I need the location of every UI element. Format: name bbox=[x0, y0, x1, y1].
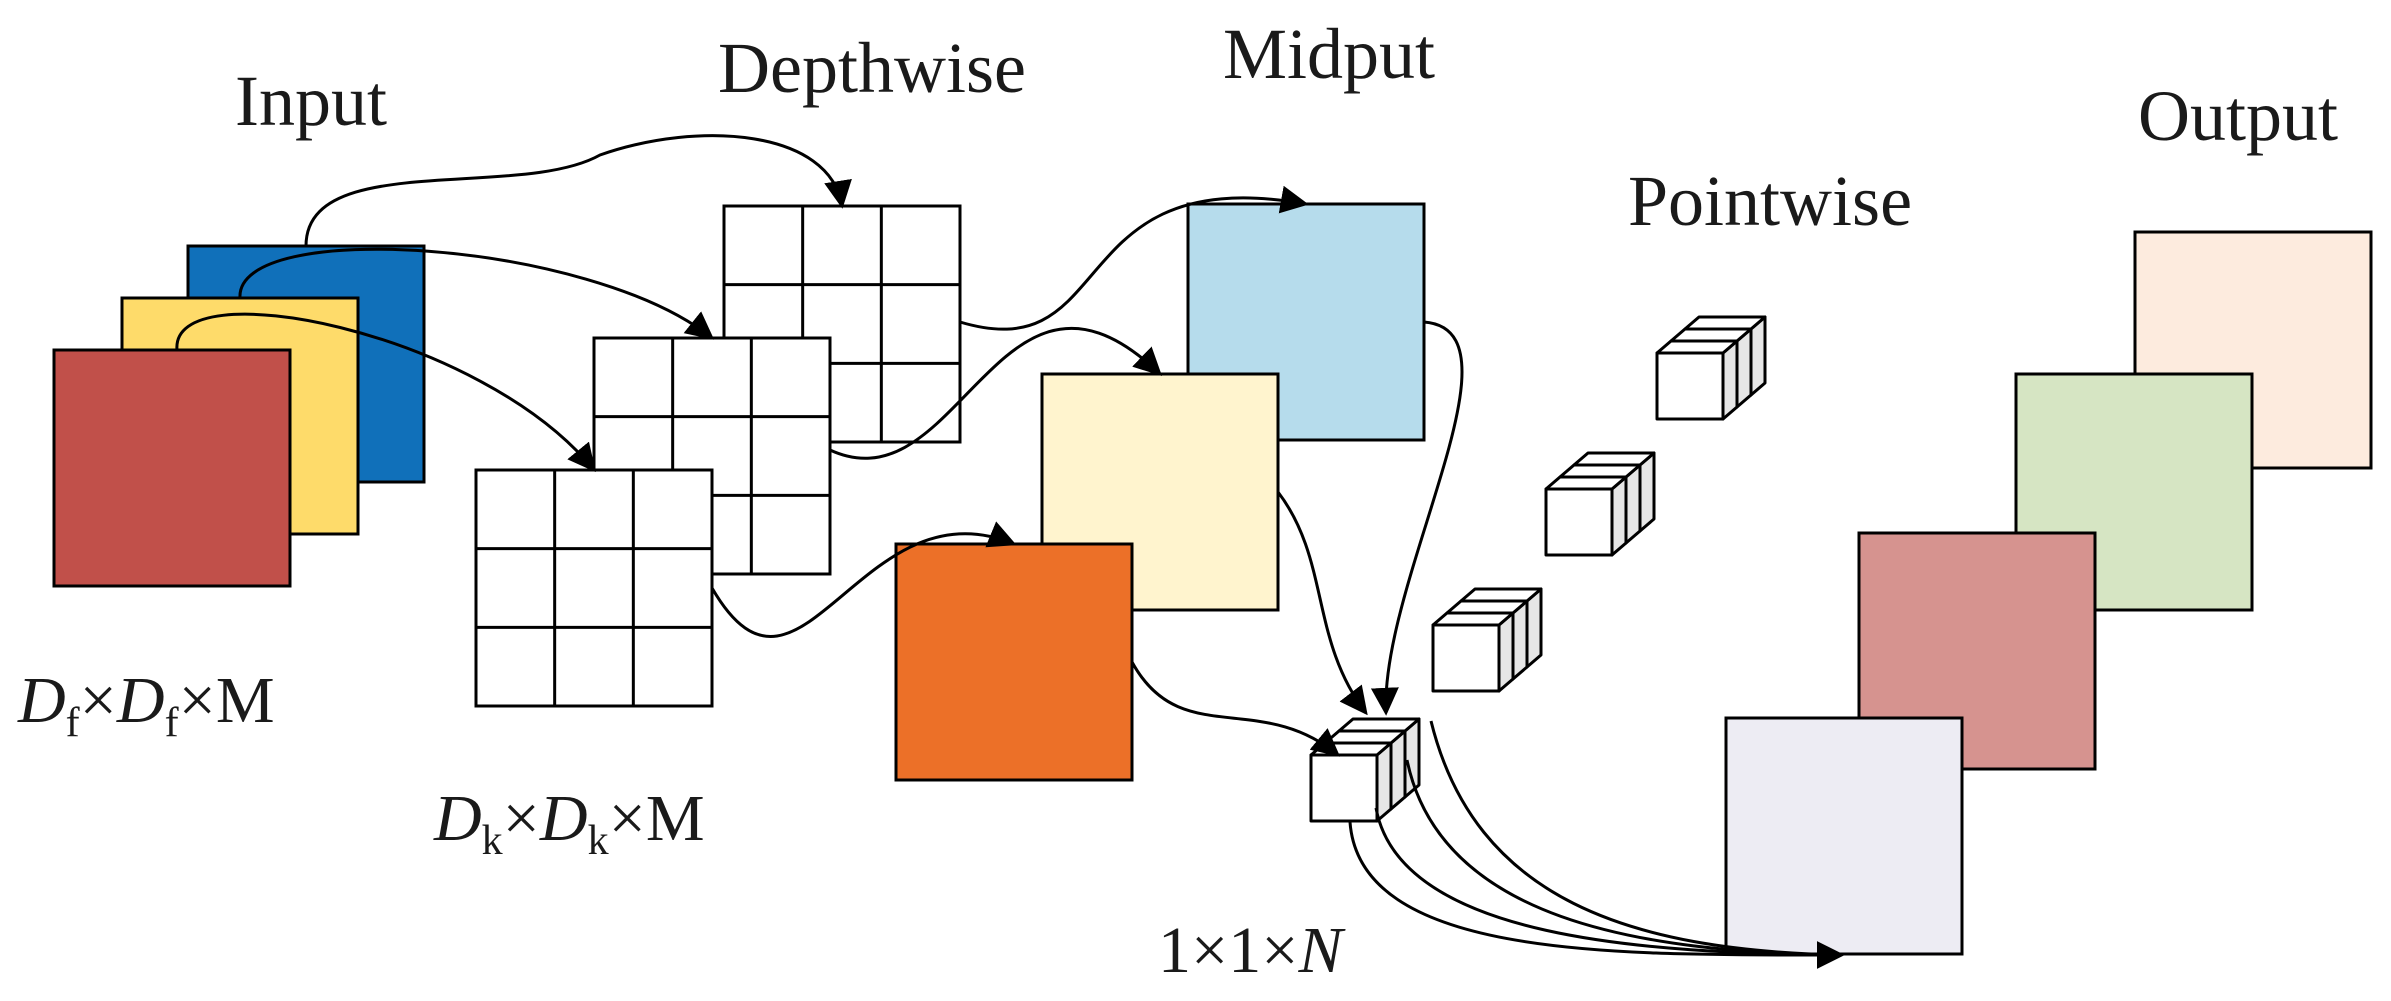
edge-pointwise-to-output-3 bbox=[1374, 807, 1841, 957]
midput-feature-maps bbox=[894, 202, 1426, 782]
cube-top-face bbox=[1558, 463, 1642, 479]
edge-kernel-middle-to-midput-cream bbox=[829, 327, 1163, 460]
pointwise-label: Pointwise bbox=[1628, 161, 1912, 241]
pointwise-cube-2 bbox=[1544, 451, 1656, 557]
edge-input-yellow-to-kernel-middle bbox=[238, 247, 715, 340]
pointwise-dimension-label: 1×1×N bbox=[1158, 914, 1346, 987]
pointwise-cube-1 bbox=[1655, 315, 1767, 421]
edge-input-blue-to-kernel-back bbox=[304, 134, 852, 247]
depthwise-kernels bbox=[474, 204, 962, 708]
edge-midput-blue-to-pointwise bbox=[1370, 320, 1464, 716]
cube-top-face bbox=[1655, 339, 1739, 355]
cube-top-face bbox=[1544, 475, 1628, 491]
pointwise-cube-main bbox=[1309, 717, 1421, 823]
flow-edges bbox=[175, 134, 1845, 970]
output-feature-maps bbox=[1724, 230, 2373, 956]
output-map-lavender bbox=[1724, 716, 1964, 956]
cube-top-face bbox=[1459, 587, 1543, 603]
cube-front-face bbox=[1544, 487, 1614, 557]
kernel-grid-front bbox=[474, 468, 714, 708]
depthwise-label: Depthwise bbox=[718, 28, 1026, 108]
cube-top-face bbox=[1337, 717, 1421, 733]
input-map-red bbox=[52, 348, 292, 588]
cube-top-face bbox=[1431, 611, 1515, 627]
output-label: Output bbox=[2138, 76, 2338, 156]
cube-top-face bbox=[1445, 599, 1529, 615]
edge-midput-cream-to-pointwise bbox=[1276, 491, 1368, 716]
cube-front-face bbox=[1309, 753, 1379, 823]
edge-pointwise-to-output-4 bbox=[1348, 821, 1845, 970]
pointwise-cube-3 bbox=[1431, 587, 1543, 693]
cube-top-face bbox=[1669, 327, 1753, 343]
input-label: Input bbox=[235, 61, 387, 141]
cube-top-face bbox=[1683, 315, 1767, 331]
edge-kernel-front-to-midput-orange bbox=[710, 521, 1017, 638]
cube-front-face bbox=[1431, 623, 1501, 693]
midput-label: Midput bbox=[1223, 14, 1435, 94]
input-feature-maps bbox=[52, 244, 426, 588]
edge-midput-orange-to-pointwise bbox=[1130, 661, 1341, 757]
edge-input-red-to-kernel-front bbox=[175, 312, 596, 473]
pointwise-kernels bbox=[1309, 315, 1767, 823]
input-dimension-label: Df×Df×M bbox=[17, 664, 275, 746]
edge-pointwise-to-output-1 bbox=[1429, 720, 1841, 957]
cube-front-face bbox=[1655, 351, 1725, 421]
edge-kernel-back-to-midput-blue bbox=[959, 185, 1309, 331]
kernel-dimension-label: Dk×Dk×M bbox=[433, 782, 705, 864]
midput-map-orange bbox=[894, 542, 1134, 782]
cube-top-face bbox=[1572, 451, 1656, 467]
cube-top-face bbox=[1323, 729, 1407, 745]
